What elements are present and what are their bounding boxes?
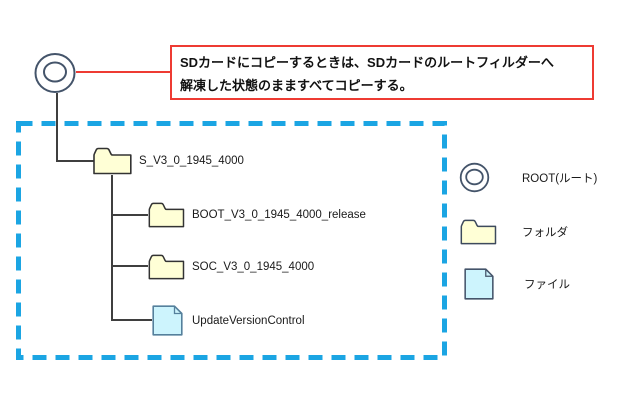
dashed-boundary-box xyxy=(16,121,447,360)
branch-connector-3 xyxy=(111,319,152,321)
folder-icon xyxy=(460,219,497,245)
legend-label-file: ファイル xyxy=(524,279,570,291)
file-icon xyxy=(152,305,183,336)
legend-label-folder: フォルダ xyxy=(522,227,568,239)
tree-node-label: BOOT_V3_0_1945_4000_release xyxy=(192,209,366,221)
callout-text-line1: SDカードにコピーするときは、SDカードのルートフィルダーへ xyxy=(180,55,554,70)
file-icon xyxy=(464,268,494,300)
root-icon xyxy=(459,162,490,193)
tree-trunk-connector xyxy=(111,175,113,321)
callout-text-line2: 解凍した状態のまますべてコピーする。 xyxy=(180,78,413,93)
folder-icon xyxy=(93,147,132,175)
branch-connector-1 xyxy=(111,214,148,216)
tree-node-label: UpdateVersionControl xyxy=(192,315,305,327)
folder-icon xyxy=(148,202,185,228)
root-vertical-connector xyxy=(56,93,58,161)
legend-label-root: ROOT(ルート) xyxy=(522,173,598,185)
root-icon xyxy=(34,53,76,93)
tree-node-label: S_V3_0_1945_4000 xyxy=(139,155,244,167)
folder-icon xyxy=(148,254,185,280)
tree-node-label: SOC_V3_0_1945_4000 xyxy=(192,261,315,273)
branch-connector-2 xyxy=(111,265,148,267)
root-horizontal-connector xyxy=(56,160,94,162)
callout-connector-line xyxy=(76,71,170,73)
callout-box: SDカードにコピーするときは、SDカードのルートフィルダーへ 解凍した状態のまま… xyxy=(170,45,594,100)
